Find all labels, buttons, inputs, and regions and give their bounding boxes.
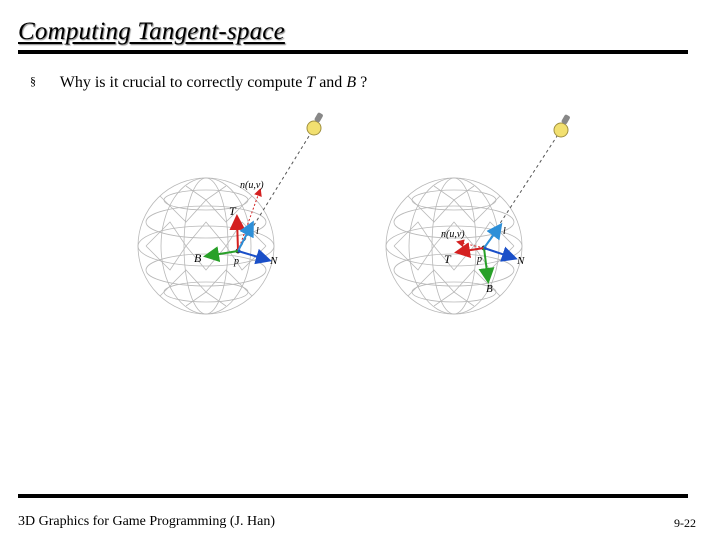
right-label-b: B [486, 283, 493, 295]
right-light-bulb-icon [553, 114, 570, 138]
bullet-item: § Why is it crucial to correctly compute… [30, 74, 367, 92]
right-light-vector-arrow [483, 222, 503, 249]
left-tangent-arrow [229, 214, 246, 252]
left-mesh-sphere [137, 177, 275, 315]
title-divider [18, 50, 688, 54]
left-label-p: p [233, 256, 239, 267]
right-label-n-uv: n(u,v) [441, 229, 465, 240]
bullet-text-after: ? [360, 74, 368, 91]
bullet-text-mid: and [319, 74, 347, 91]
right-normal-n-arrow [483, 246, 518, 262]
bullet-text-before: Why is it crucial to correctly compute [59, 74, 307, 91]
left-label-t: T [229, 204, 237, 218]
left-label-l: l [256, 226, 259, 237]
footer-course-title: 3D Graphics for Game Programming (J. Han… [18, 514, 275, 529]
left-label-n-uv: n(u,v) [240, 180, 264, 191]
page-number: 9-22 [674, 516, 696, 530]
right-label-p: p [476, 254, 482, 265]
square-bullet-icon: § [30, 74, 36, 88]
slide-title: Computing Tangent-space [18, 18, 285, 45]
footer-divider [18, 494, 688, 498]
left-light-bulb-icon [306, 112, 323, 136]
right-mesh-sphere [385, 177, 523, 315]
left-label-n: N [269, 255, 278, 267]
right-tangent-arrow [454, 242, 485, 259]
right-binormal-arrow [478, 247, 495, 284]
variable-t: T [306, 74, 316, 91]
left-light-vector-arrow [237, 220, 254, 252]
variable-b: B [346, 74, 357, 91]
right-label-l: l [503, 226, 506, 237]
right-label-n: N [516, 255, 525, 267]
right-sphere-diagram: n(u,v) l T p N B [385, 114, 570, 315]
left-sphere-diagram: n(u,v) T l B p N [137, 112, 323, 315]
left-label-b: B [194, 251, 202, 265]
left-binormal-arrow [203, 246, 239, 262]
left-normal-n-arrow [237, 248, 272, 265]
right-label-t: T [444, 252, 452, 266]
